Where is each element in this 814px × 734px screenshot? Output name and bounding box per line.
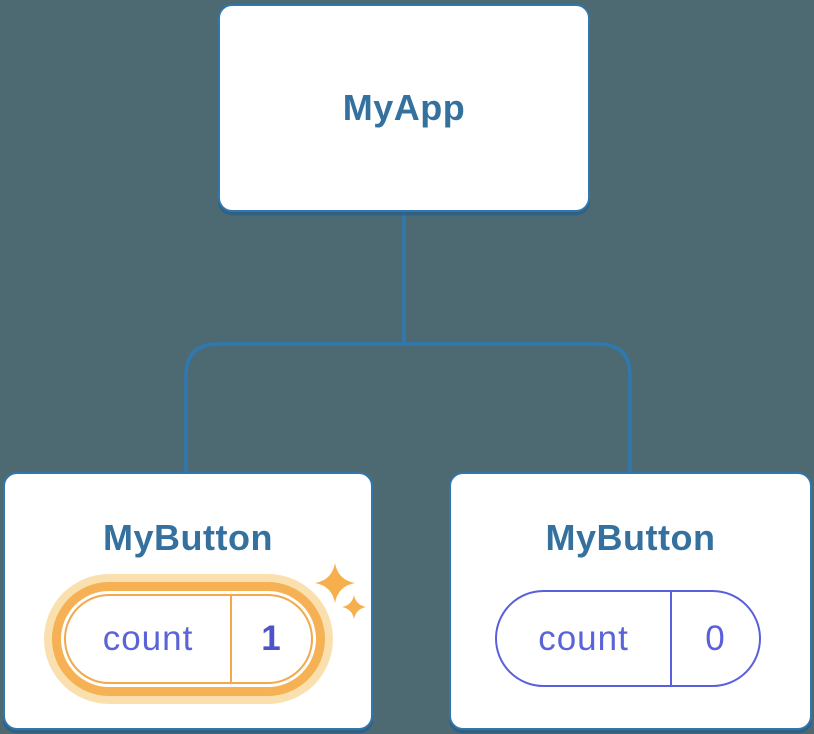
state-key-label: count (538, 618, 629, 658)
node-label-myapp: MyApp (342, 87, 466, 128)
pill-divider (670, 592, 672, 685)
state-value: 0 (705, 618, 726, 658)
state-key-label: count (102, 619, 194, 658)
state-pill-highlighted: count 1 (64, 594, 313, 684)
pill-divider (230, 596, 232, 682)
sparkle-icon (315, 563, 366, 619)
state-value: 1 (261, 619, 282, 658)
connector-branch-bracket (184, 342, 632, 472)
node-label-mybutton-left: MyButton (103, 517, 273, 558)
node-label-mybutton-right: MyButton (545, 517, 716, 558)
tree-node-myapp: MyApp (218, 4, 590, 212)
state-pill-plain: count 0 (495, 590, 761, 687)
